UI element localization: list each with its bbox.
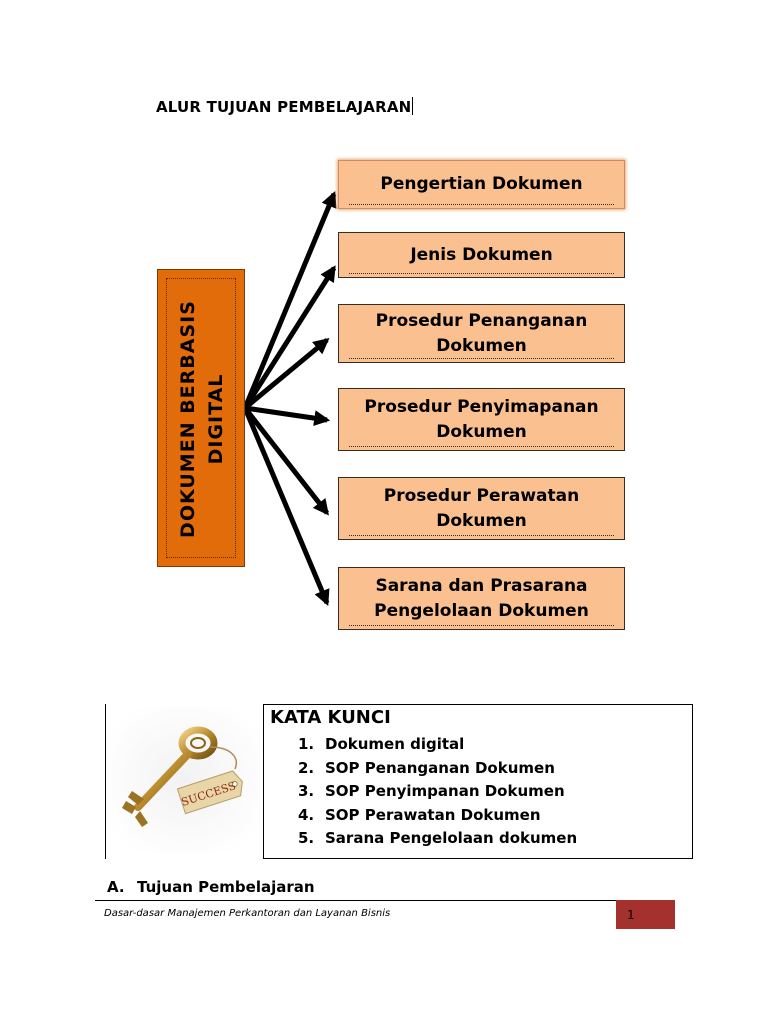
arrow-2 [242,265,337,410]
keywords-box [263,704,693,859]
keywords-title: KATA KUNCI [270,707,391,728]
list-item: 3.SOP Penyimpanan Dokumen [298,782,565,800]
page-number-badge: 1 [616,900,675,929]
topic-box-5: Prosedur Perawatan Dokumen [338,477,625,540]
topic-box-1: Pengertian Dokumen [338,160,625,209]
section-heading-a: A.Tujuan Pembelajaran [107,878,315,896]
footer-rule [95,900,675,901]
arrow-1 [242,191,337,409]
page-heading: ALUR TUJUAN PEMBELAJARAN [156,97,414,116]
text-cursor [412,97,414,115]
arrow-6 [242,407,330,606]
arrow-4 [244,405,331,427]
list-item: 2.SOP Penanganan Dokumen [298,758,555,777]
main-topic-inner-border [166,278,236,558]
keywords-left-rule [105,704,106,859]
topic-box-6: Sarana dan Prasarana Pengelolaan Dokumen [338,567,625,630]
key-success-image: SUCCESS [110,707,260,852]
arrow-5 [243,406,329,516]
topic-box-3: Prosedur Penanganan Dokumen [338,304,625,363]
footer-text: Dasar-dasar Manajemen Perkantoran dan La… [104,908,391,919]
page-number: 1 [627,907,635,922]
list-item: 5.Sarana Pengelolaan dokumen [298,829,578,847]
keywords-list: 1.Dokumen digital 2.SOP Penanganan Dokum… [298,733,577,851]
key-icon [122,726,218,827]
list-item: 4.SOP Perawatan Dokumen [298,805,541,824]
main-topic-text: DOKUMEN BERBASIS DIGITAL [177,300,227,538]
heading-text: ALUR TUJUAN PEMBELAJARAN [156,98,412,116]
topic-box-2: Jenis Dokumen [338,232,625,278]
flow-arrows [242,191,337,606]
list-item: 1.Dokumen digital [298,735,465,753]
topic-box-4: Prosedur Penyimapanan Dokumen [338,388,625,451]
arrow-3 [243,337,330,410]
main-topic-box: DOKUMEN BERBASIS DIGITAL [157,269,245,567]
